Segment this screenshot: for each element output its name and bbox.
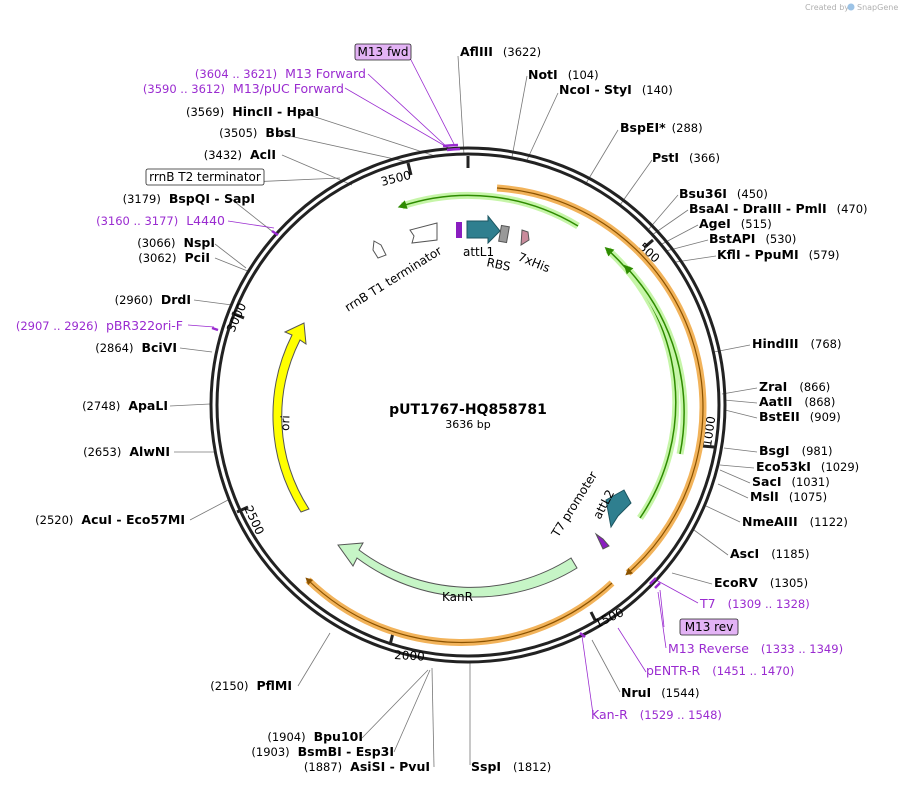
ori-label: ori [278,415,293,431]
primer-pentr-r: pENTR-R(1451 .. 1470) [646,663,794,678]
site-nruI: NruI(1544) [621,685,699,700]
site-nmeAIII: NmeAIII(1122) [742,514,848,529]
his-label: 7xHis [516,250,552,275]
feature-labels: attL1 RBS 7xHis rrnB T1 terminator T7 pr… [342,243,617,540]
rrnb-t1-label: rrnB T1 terminator [342,243,444,314]
site-notI: NotI(104) [528,67,599,82]
plasmid-name: pUT1767-HQ858781 [389,402,547,418]
primer-m13-reverse: M13 Reverse(1333 .. 1349) [668,641,843,656]
orange-arrows [305,184,707,646]
site-kflI: KflI - PpuMI(579) [717,247,840,262]
t7-promoter-icon [594,532,610,550]
ruler-3500: 3500 [379,168,412,189]
small-features [372,214,632,550]
site-bsgI: BsgI(981) [759,443,833,458]
rbs-label: RBS [485,255,511,274]
site-mslI: MslI(1075) [750,489,827,504]
sites-right: AflIII(3622) NotI(104) NcoI - StyI(140) … [460,44,868,774]
site-bbsI: (3505)BbsI [219,125,296,140]
kanr-label: KanR [442,590,473,604]
site-hindIII: HindIII(768) [752,336,841,351]
site-pciI: (3062)PciI [138,250,210,265]
leader-lines [169,55,758,768]
t7-promoter-label: T7 promoter [548,469,600,540]
site-eco53kI: Eco53kI(1029) [756,459,859,474]
site-bpu10I: (1904)Bpu10I [267,729,363,744]
attl1-marker-icon [456,222,462,238]
m13-fwd-label: M13 fwd [358,45,409,59]
ruler-1500: 1500 [592,605,626,631]
site-bstAPI: BstAPI(530) [709,231,796,246]
sites-left: (1887)AsiSI - PvuI (1903)BsmBI - Esp3I (… [35,104,430,774]
primer-labels: (3604 .. 3621)M13 Forward (3590 .. 3612)… [16,66,843,722]
green-arrows [397,191,688,520]
site-drdI: (2960)DrdI [115,292,191,307]
backbone [209,146,727,664]
site-bspQI: (3179)BspQI - SapI [123,191,255,206]
site-aflIII: AflIII(3622) [460,44,541,59]
site-sspI: SspI(1812) [471,759,551,774]
site-bstEII: BstEII(909) [759,409,841,424]
site-bsmBI: (1903)BsmBI - Esp3I [251,744,394,759]
site-aclI: (3432)AclI [204,147,276,162]
site-ncoI: NcoI - StyI(140) [559,82,673,97]
site-alwNI: (2653)AlwNI [83,444,170,459]
rrnb-t2-box: rrnB T2 terminator [145,168,265,186]
primer-t7: T7(1309 .. 1328) [699,596,810,611]
attl2-arrow-icon [605,489,632,529]
site-ageI: AgeI(515) [699,216,772,231]
his-tag-icon [520,229,530,246]
m13-rev-label: M13 rev [685,620,734,634]
primer-pbr322ori-f: (2907 .. 2926)pBR322ori-F [16,318,183,333]
rrnb-t2-label: rrnB T2 terminator [149,170,261,184]
site-acuI: (2520)AcuI - Eco57MI [35,512,185,527]
site-pstI: PstI(366) [652,150,720,165]
site-ecoRV: EcoRV(1305) [714,575,808,590]
primer-marks [211,143,661,638]
site-bsu36I: Bsu36I(450) [679,186,768,201]
site-bsaAI: BsaAI - DraIII - PmlI(470) [689,201,868,216]
kanr-feature: KanR [337,542,578,604]
site-zraI: ZraI(866) [759,379,830,394]
site-sacI: SacI(1031) [752,474,830,489]
site-pflMI: (2150)PflMI [210,678,292,693]
rbs-icon [498,224,510,244]
site-apaLI: (2748)ApaLI [82,398,168,413]
site-hincII: (3569)HincII - HpaI [186,104,319,119]
site-aatII: AatII(868) [759,394,835,409]
credit-prefix: Created by [805,3,849,12]
attl1-arrow-icon [466,214,501,245]
m13-rev-box: M13 rev [679,618,739,636]
primer-m13-forward: (3604 .. 3621)M13 Forward [195,66,366,81]
m13-fwd-box: M13 fwd [354,43,412,61]
primer-leader-lines [187,57,699,715]
plasmid-length: 3636 bp [445,418,490,431]
ori-feature: ori [272,322,310,513]
primer-l4440: (3160 .. 3177)L4440 [96,213,225,228]
rrnb-t2-icon [372,240,387,259]
rrnb-t1-icon [409,222,438,244]
site-asiSI: (1887)AsiSI - PvuI [304,759,430,774]
credit-brand: SnapGene [857,3,898,12]
site-ascI: AscI(1185) [730,546,809,561]
primer-m13-puc-forward: (3590 .. 3612)M13/pUC Forward [143,81,344,96]
primer-kan-r: Kan-R(1529 .. 1548) [591,707,722,722]
attl1-label: attL1 [463,245,494,259]
site-bciVI: (2864)BciVI [95,340,177,355]
snapgene-logo-icon [847,3,855,11]
site-bspEI: BspEI*(288) [620,120,703,135]
ruler-2000: 2000 [394,648,425,664]
site-nspI: (3066)NspI [137,235,215,250]
